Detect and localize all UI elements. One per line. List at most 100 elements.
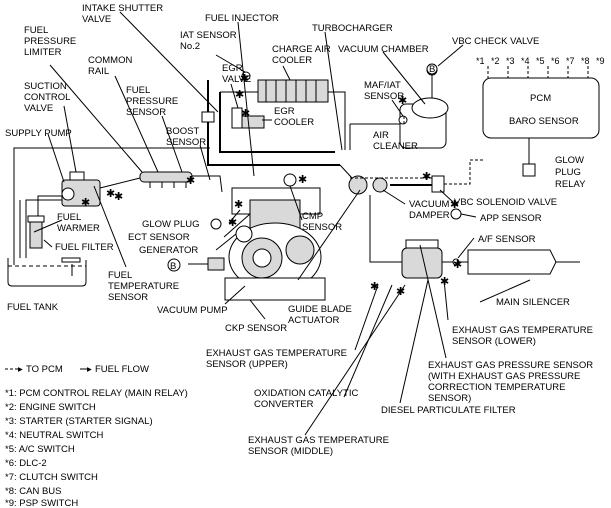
label-boost-sensor-2: SENSOR (166, 137, 206, 148)
label-common-rail-1: COMMON (88, 55, 132, 66)
svg-text:✱: ✱ (228, 217, 237, 229)
svg-text:FUEL INJECTOR: FUEL INJECTOR (205, 13, 279, 24)
svg-text:GENERATOR: GENERATOR (139, 245, 198, 256)
pcm-input-9: *9 (596, 56, 605, 66)
label-egp-sensor-3: CORRECTION TEMPERATURE (428, 382, 565, 393)
label-egt-lower-2: SENSOR (LOWER) (452, 336, 536, 347)
air-ducts (207, 80, 432, 186)
label-ckp-sensor: CKP SENSOR (225, 323, 287, 334)
svg-text:VBC SOLENOID VALVE: VBC SOLENOID VALVE (454, 197, 557, 208)
label-iat-sensor-2-2: No.2 (180, 41, 200, 52)
pcm-input-8: *8 (581, 56, 590, 66)
legend-note-1: *1: PCM CONTROL RELAY (MAIN RELAY) (5, 388, 188, 399)
label-vacuum-pump: VACUUM PUMP (157, 305, 228, 316)
legend-note-6: *6: DLC-2 (5, 458, 47, 469)
svg-text:GLOW PLUG: GLOW PLUG (142, 219, 200, 230)
svg-text:✱: ✱ (450, 199, 459, 211)
label-egr-cooler-2: COOLER (274, 117, 314, 128)
legend-note-7: *7: CLUTCH SWITCH (5, 472, 98, 483)
legend-note-9: *9: PSP SWITCH (5, 498, 78, 508)
svg-text:✱: ✱ (186, 175, 195, 187)
svg-text:✱: ✱ (298, 174, 307, 186)
legend-note-8: *8: CAN BUS (5, 486, 62, 497)
legend-fuel-flow: ▸ FUEL FLOW (80, 364, 149, 375)
label-egt-upper-1: EXHAUST GAS TEMPERATURE (206, 348, 347, 359)
label-glow-plug: GLOW PLUG (142, 219, 200, 230)
label-glow-plug-relay-3: RELAY (555, 179, 586, 190)
label-oxidation-converter-1: OXIDATION CATALYTIC (254, 388, 358, 399)
pcm-input-6: *6 (551, 56, 560, 66)
svg-text:TURBOCHARGER: TURBOCHARGER (312, 23, 393, 34)
label-suction-control-valve-1: SUCTION (24, 81, 67, 92)
label-egr-cooler-1: EGR (274, 106, 295, 117)
label-generator: GENERATOR (139, 245, 198, 256)
engine-block (210, 173, 326, 301)
leader-lines (33, 11, 531, 436)
legend-note-5: *5: A/C SWITCH (5, 444, 75, 455)
pcm-box (482, 77, 600, 139)
to-pcm-lines (350, 66, 589, 185)
label-maf-iat-2: SENSOR (364, 91, 404, 102)
label-fuel-pressure-sensor-3: SENSOR (126, 107, 166, 118)
svg-text:FUEL FILTER: FUEL FILTER (55, 242, 114, 253)
svg-text:VBC CHECK VALVE: VBC CHECK VALVE (452, 36, 539, 47)
label-oxidation-converter-2: CONVERTER (254, 399, 314, 410)
pcm-input-2: *2 (491, 56, 500, 66)
svg-text:DIESEL PARTICULATE FILTER: DIESEL PARTICULATE FILTER (381, 405, 516, 416)
label-charge-air-cooler-2: COOLER (272, 55, 312, 66)
pcm-input-7: *7 (566, 56, 575, 66)
svg-text:SUPPLY PUMP: SUPPLY PUMP (5, 128, 72, 139)
svg-text:BARO SENSOR: BARO SENSOR (509, 116, 579, 127)
svg-text:▸: ▸ (18, 364, 23, 375)
svg-text:✱: ✱ (106, 188, 115, 200)
svg-text:ECT SENSOR: ECT SENSOR (128, 232, 190, 243)
label-intake-shutter-valve-2: VALVE (82, 14, 111, 25)
legend: ▸ TO PCM ▸ FUEL FLOW *1: PCM CONTROL REL… (5, 364, 188, 508)
vacuum-port-b-label: B (429, 64, 435, 75)
svg-text:▸: ▸ (87, 364, 92, 375)
label-cmp-sensor-2: SENSOR (302, 222, 342, 233)
svg-text:✱: ✱ (235, 89, 244, 101)
label-fuel-pressure-limiter-2: PRESSURE (24, 36, 76, 47)
label-fuel-tank: FUEL TANK (7, 302, 59, 313)
label-glow-plug-relay-1: GLOW (555, 155, 584, 166)
svg-text:A/F SENSOR: A/F SENSOR (478, 234, 536, 245)
label-egt-lower-1: EXHAUST GAS TEMPERATURE (452, 325, 593, 336)
label-dpf: DIESEL PARTICULATE FILTER (381, 405, 516, 416)
label-egr-valve-1: EGR (222, 63, 243, 74)
pcm-input-markers: *1 *2 *3 *4 *5 *6 *7 *8 *9 (476, 56, 605, 66)
intake-egr-assembly (201, 71, 346, 166)
label-egp-sensor-4: SENSOR) (428, 393, 471, 404)
label-baro-sensor: BARO SENSOR (509, 116, 579, 127)
pcm-input-5: *5 (536, 56, 545, 66)
label-ect-sensor: ECT SENSOR (128, 232, 190, 243)
svg-text:APP SENSOR: APP SENSOR (480, 213, 542, 224)
turbocharger (339, 164, 388, 195)
label-fuel-pressure-limiter-3: LIMITER (24, 47, 62, 58)
label-suction-control-valve-2: CONTROL (24, 92, 70, 103)
label-fuel-pressure-limiter-1: FUEL (24, 25, 48, 36)
svg-text:✱: ✱ (241, 108, 250, 120)
svg-text:MAIN SILENCER: MAIN SILENCER (496, 297, 570, 308)
label-fuel-injector: FUEL INJECTOR (205, 13, 279, 24)
label-egp-sensor-2: (WITH EXHAUST GAS PRESSURE (428, 371, 580, 382)
label-vacuum-chamber: VACUUM CHAMBER (338, 44, 429, 55)
vacuum-pump (188, 257, 225, 271)
label-app-sensor: APP SENSOR (480, 213, 542, 224)
label-suction-control-valve-3: VALVE (24, 103, 53, 114)
label-intake-shutter-valve-1: INTAKE SHUTTER (82, 3, 163, 14)
vacuum-port-b-bottom: B (167, 258, 181, 272)
legend-fuel-flow-label: FUEL FLOW (95, 364, 149, 375)
